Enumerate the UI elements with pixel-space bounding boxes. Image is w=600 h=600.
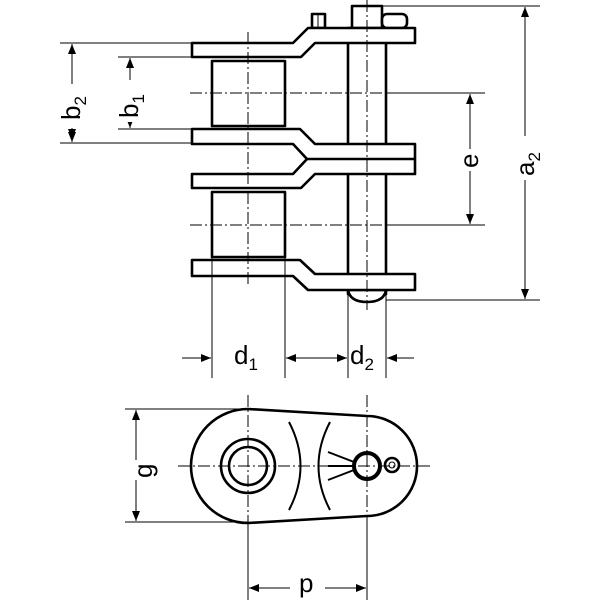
clip-loop <box>380 12 409 30</box>
label-g: g <box>128 460 160 480</box>
label-d2: d2 <box>349 340 385 374</box>
svg-text:b2: b2 <box>56 96 90 120</box>
svg-text:d2: d2 <box>350 340 374 374</box>
label-b2: b2 <box>56 84 90 128</box>
label-p: p <box>299 568 313 598</box>
label-b1: b1 <box>114 80 148 122</box>
svg-text:e: e <box>454 154 484 168</box>
side-view <box>190 0 420 310</box>
label-a2: a2 <box>510 136 546 180</box>
svg-text:g: g <box>128 464 158 478</box>
dimension-lines-side <box>60 5 540 378</box>
outer-plate-top <box>190 26 417 59</box>
svg-text:a2: a2 <box>510 152 544 176</box>
label-d1: d1 <box>234 340 258 374</box>
clip-eye <box>383 456 401 474</box>
label-e: e <box>454 149 484 171</box>
svg-text:b1: b1 <box>114 94 148 118</box>
end-view <box>178 395 430 530</box>
